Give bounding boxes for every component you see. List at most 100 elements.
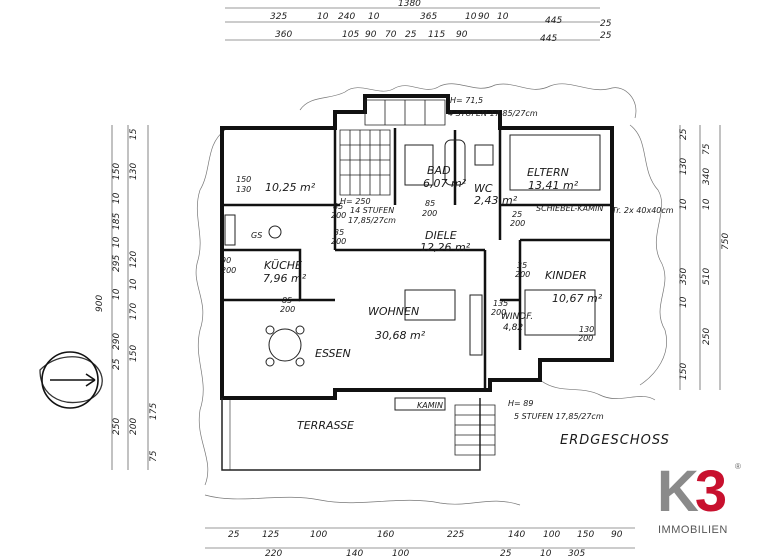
dim-top-7: 90 bbox=[478, 12, 490, 22]
dimension-lines bbox=[111, 7, 721, 549]
room-area-bad: 6,07 m² bbox=[423, 177, 467, 190]
opening-dim-19: 150 bbox=[236, 175, 252, 184]
opening-dim-1: 85 bbox=[333, 202, 344, 211]
dim-left-inner-9: 75 bbox=[149, 450, 159, 462]
dim-bottom2-3: 100 bbox=[392, 549, 410, 559]
dim-top-8: 10 bbox=[497, 12, 509, 22]
dim-right-outer-6: 750 bbox=[721, 232, 731, 250]
stairs-bottom-height: H= 89 bbox=[508, 399, 534, 408]
dim-right-3: 10 bbox=[679, 198, 689, 210]
dim-top-total: 1380 bbox=[398, 0, 421, 9]
room-area-windfang: 4,82 bbox=[503, 323, 524, 333]
opening-dim-7: 85 bbox=[425, 199, 436, 208]
dim-left-7: 290 bbox=[112, 332, 122, 350]
dim-top2-1: 360 bbox=[275, 30, 293, 40]
dim-top2-7: 90 bbox=[456, 30, 468, 40]
opening-dim-12: 200 bbox=[515, 270, 531, 279]
logo-subtitle: IMMOBILIEN bbox=[658, 524, 728, 536]
label-flue-note: Tr. 2x 40x40cm bbox=[612, 206, 674, 215]
logo-digit-3: 3 bbox=[694, 459, 727, 524]
dim-left-inner-4: 10 bbox=[129, 278, 139, 290]
dim-left-inner-2: 130 bbox=[129, 162, 139, 180]
room-name-kinder: KINDER bbox=[545, 269, 587, 282]
room-area-diele: 12,26 m² bbox=[420, 241, 471, 254]
dim-top-1: 325 bbox=[270, 12, 288, 22]
dim-right-6: 150 bbox=[679, 362, 689, 380]
dim-top2-8: 445 bbox=[540, 34, 558, 44]
stairs-top-height: H= 71,5 bbox=[450, 96, 484, 105]
dim-left-2: 10 bbox=[112, 192, 122, 204]
dim-bottom-8: 150 bbox=[577, 530, 595, 540]
scribble-vegetation bbox=[39, 83, 667, 506]
dim-bottom-3: 100 bbox=[310, 530, 328, 540]
opening-dim-13: 85 bbox=[282, 296, 293, 305]
dim-right-2: 130 bbox=[679, 157, 689, 175]
dim-top2-3: 90 bbox=[365, 30, 377, 40]
dim-top-3: 240 bbox=[338, 12, 356, 22]
k3-immobilien-logo: K3 ® IMMOBILIEN bbox=[655, 458, 755, 548]
opening-dim-18: 200 bbox=[578, 334, 594, 343]
dim-bottom2-4: 25 bbox=[500, 549, 512, 559]
dim-left-inner-1: 15 bbox=[129, 128, 139, 140]
room-area-wohnen: 30,68 m² bbox=[375, 329, 426, 342]
opening-dim-16: 200 bbox=[491, 308, 507, 317]
dim-left-inner-5: 170 bbox=[129, 302, 139, 320]
dim-left-4: 10 bbox=[112, 236, 122, 248]
dim-left-8: 25 bbox=[112, 358, 122, 370]
dim-bottom-4: 160 bbox=[377, 530, 395, 540]
exterior-walls bbox=[220, 94, 614, 400]
opening-dim-11: 35 bbox=[517, 261, 528, 270]
dim-bottom2-2: 140 bbox=[346, 549, 364, 559]
dim-right-4: 350 bbox=[679, 267, 689, 285]
dim-left-inner-3: 120 bbox=[129, 250, 139, 268]
stairs-bottom-steps: 5 STUFEN 17,85/27cm bbox=[514, 412, 604, 421]
dim-right-outer-1: 75 bbox=[702, 143, 712, 155]
dim-top-5: 365 bbox=[420, 12, 438, 22]
opening-dim-17: 130 bbox=[579, 325, 595, 334]
dim-bottom-7: 100 bbox=[543, 530, 561, 540]
label-kamin: KAMIN bbox=[417, 401, 443, 410]
opening-dim-14: 200 bbox=[280, 305, 296, 314]
dim-bottom-2: 125 bbox=[262, 530, 280, 540]
dim-bottom2-5: 10 bbox=[540, 549, 552, 559]
dim-bottom2-1: 220 bbox=[265, 549, 283, 559]
stairs-top-steps: 4 STUFEN 17,85/27cm bbox=[448, 109, 538, 118]
room-name-kueche: KÜCHE bbox=[264, 259, 302, 272]
dim-top2-2: 105 bbox=[342, 30, 360, 40]
dim-top2-9: 25 bbox=[600, 31, 612, 41]
interior-walls bbox=[222, 128, 612, 390]
room-name-bad: BAD bbox=[427, 164, 451, 177]
stairs bbox=[339, 99, 496, 456]
dim-left-9: 250 bbox=[112, 417, 122, 435]
room-area-schlafen: 10,25 m² bbox=[265, 181, 316, 194]
label-gs: GS bbox=[251, 231, 263, 240]
opening-dim-8: 200 bbox=[422, 209, 438, 218]
stairs-main-steps: 14 STUFEN bbox=[350, 206, 395, 215]
dim-left-inner-8: 175 bbox=[149, 402, 159, 420]
dim-bottom-6: 140 bbox=[508, 530, 526, 540]
opening-dim-5: 25 bbox=[512, 210, 523, 219]
opening-dim-10: 200 bbox=[221, 266, 237, 275]
dim-top2-4: 70 bbox=[385, 30, 397, 40]
room-name-eltern: ELTERN bbox=[527, 166, 569, 179]
dim-bottom-5: 225 bbox=[447, 530, 465, 540]
room-name-terrasse: TERRASSE bbox=[297, 419, 355, 432]
dim-left-6: 10 bbox=[112, 288, 122, 300]
opening-dim-6: 200 bbox=[510, 219, 526, 228]
dim-top-2: 10 bbox=[317, 12, 329, 22]
room-name-essen: ESSEN bbox=[315, 347, 351, 360]
fixtures bbox=[224, 134, 601, 411]
floor-title: ERDGESCHOSS bbox=[560, 433, 670, 448]
room-area-kinder: 10,67 m² bbox=[552, 292, 603, 305]
dim-right-outer-5: 250 bbox=[702, 327, 712, 345]
dim-right-outer-2: 340 bbox=[702, 167, 712, 185]
dim-top2-6: 115 bbox=[428, 30, 446, 40]
logo-registered-mark: ® bbox=[735, 462, 741, 471]
dim-left-1: 150 bbox=[112, 162, 122, 180]
room-name-windfang: WINDF. bbox=[501, 312, 534, 322]
dim-left-inner-7: 200 bbox=[129, 417, 139, 435]
dim-bottom-1: 25 bbox=[228, 530, 240, 540]
dim-left-inner-6: 150 bbox=[129, 344, 139, 362]
logo-letter-k: K bbox=[657, 459, 699, 524]
